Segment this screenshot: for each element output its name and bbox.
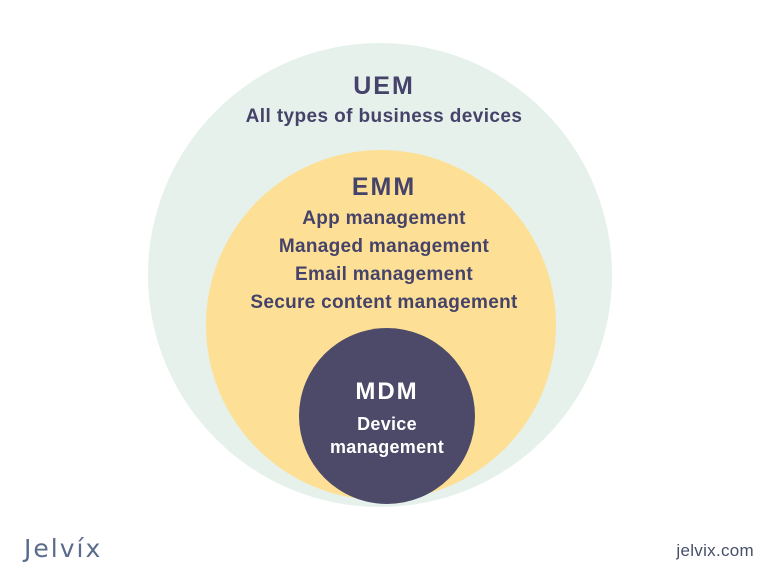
uem-subtitle: All types of business devices xyxy=(245,106,523,127)
emm-list: App management Managed management Email … xyxy=(0,205,768,317)
mdm-title: MDM xyxy=(355,378,419,405)
brand-logo: Jelvíx xyxy=(24,534,103,563)
uem-title: UEM xyxy=(353,72,415,100)
emm-item: Managed management xyxy=(278,236,490,257)
emm-title: EMM xyxy=(351,173,417,201)
mdm-circle xyxy=(299,328,475,504)
emm-item: App management xyxy=(302,208,466,229)
emm-item: Email management xyxy=(295,264,473,285)
mdm-subtitle: Device management xyxy=(329,414,445,457)
emm-item: Secure content management xyxy=(250,292,518,313)
website-url: jelvix.com xyxy=(676,541,754,560)
